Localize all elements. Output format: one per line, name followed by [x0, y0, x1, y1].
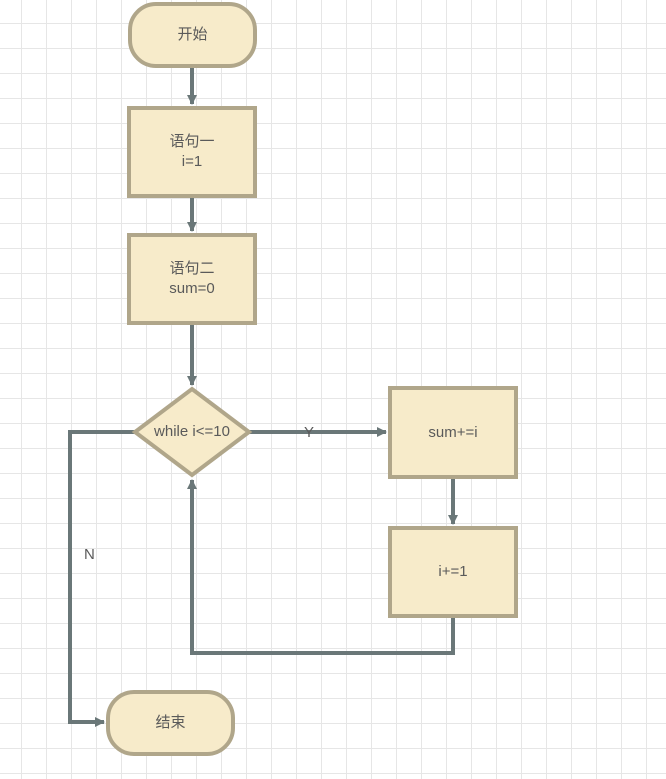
statement-one-label: 语句一 i=1: [129, 108, 255, 196]
sum-node-label: sum+=i: [390, 388, 516, 477]
condition-label: while i<=10: [135, 412, 249, 452]
condition-node[interactable]: [131, 386, 253, 478]
edge-inc-loop-to-cond: [187, 479, 455, 655]
start-node[interactable]: [128, 2, 257, 68]
no-branch-label: N: [84, 546, 95, 563]
edge-cond-no-to-end: [68, 430, 135, 727]
end-text: 结束: [155, 714, 186, 731]
increment-text: i+=1: [438, 563, 468, 580]
yes-branch-label: Y: [304, 424, 315, 441]
statement-one-code: i=1: [181, 153, 203, 170]
end-node-label: 结束: [108, 692, 233, 754]
statement-one-node[interactable]: [127, 106, 257, 198]
sum-text: sum+=i: [428, 423, 478, 441]
start-text: 开始: [177, 26, 208, 43]
end-node[interactable]: [106, 690, 235, 756]
sum-node[interactable]: [388, 386, 518, 479]
increment-node-label: i+=1: [390, 528, 516, 616]
statement-one-title: 语句一: [169, 133, 215, 150]
start-node-label: 开始: [130, 4, 255, 66]
statement-two-label: 语句二 sum=0: [129, 235, 255, 323]
statement-two-code: sum=0: [169, 280, 215, 297]
condition-text: while i<=10: [154, 423, 230, 440]
statement-two-title: 语句二: [169, 260, 215, 277]
statement-two-node[interactable]: [127, 233, 257, 325]
increment-node[interactable]: [388, 526, 518, 618]
